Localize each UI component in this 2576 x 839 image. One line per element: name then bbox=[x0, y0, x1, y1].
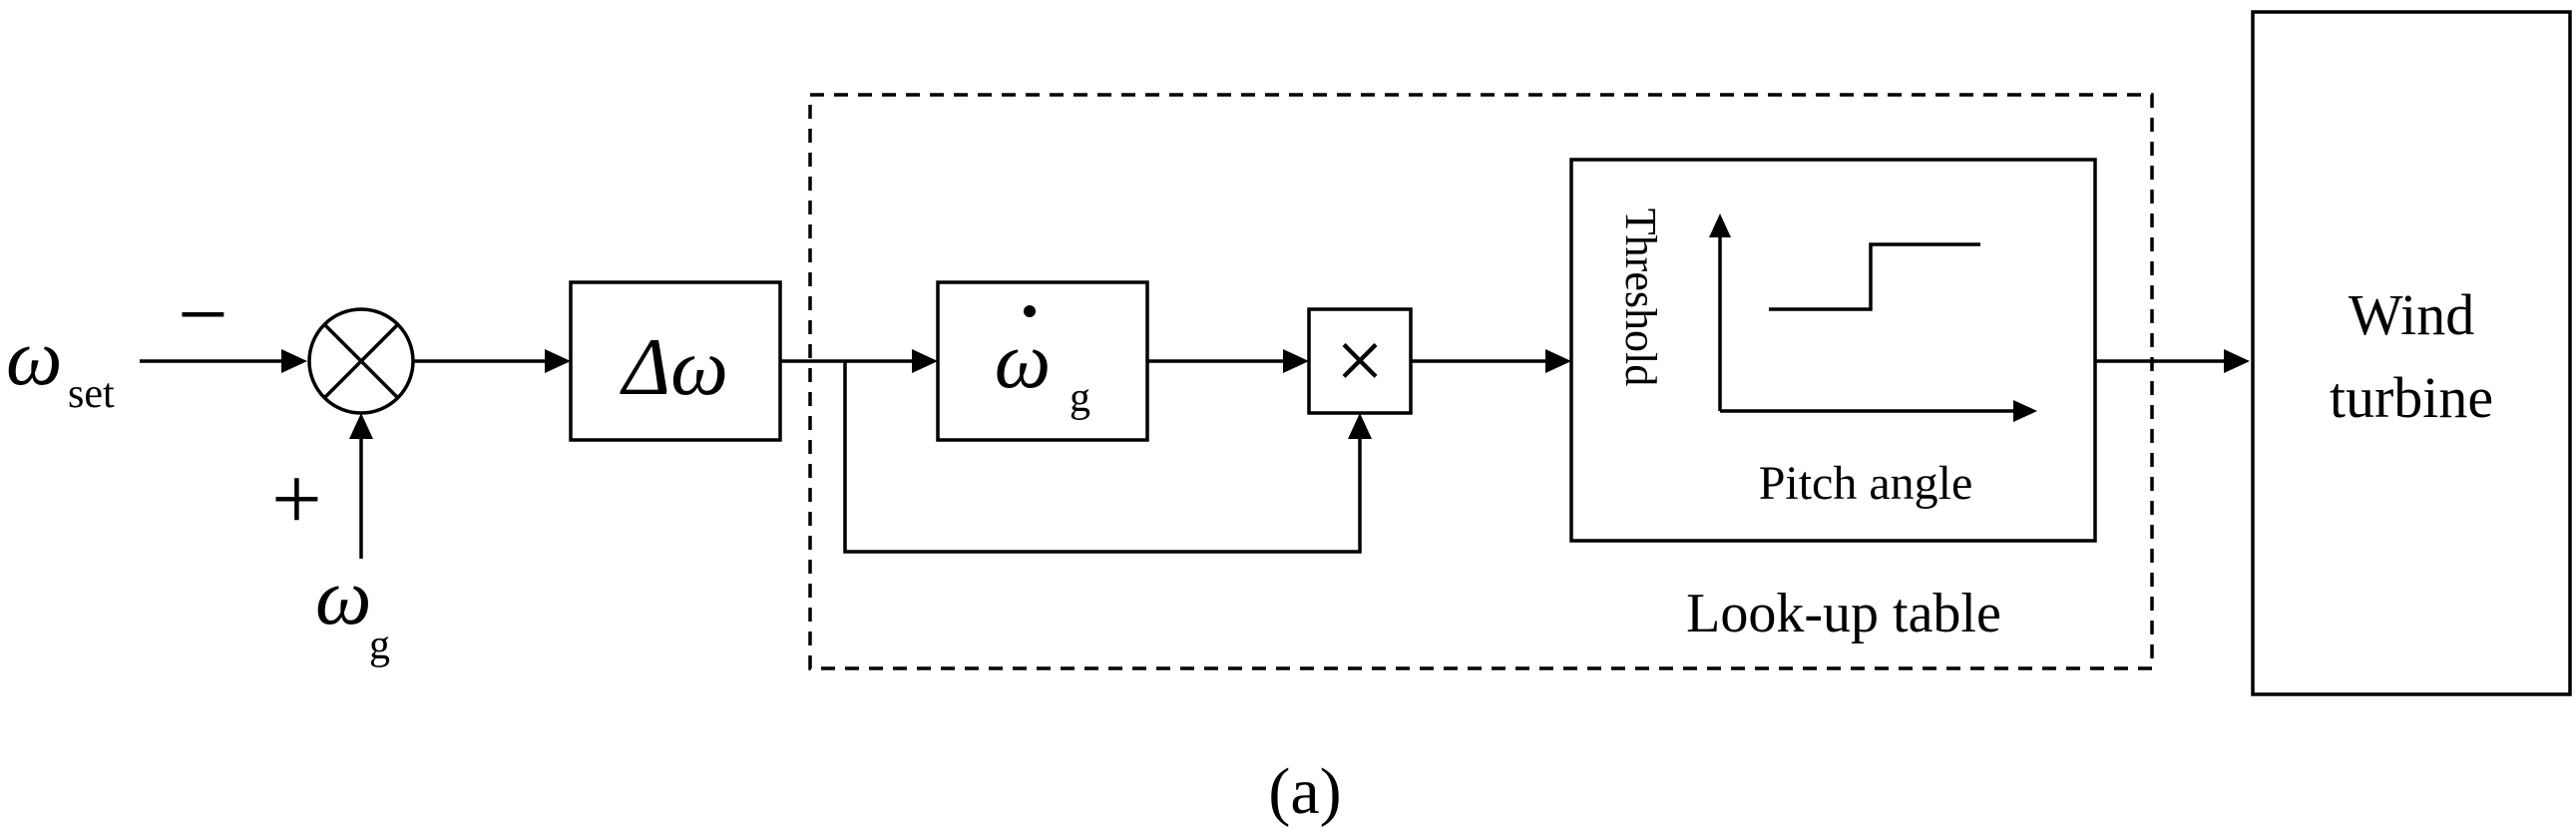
feedback-subscript: g bbox=[369, 623, 390, 668]
setpoint-symbol: ω bbox=[6, 314, 62, 402]
omega-dot-subscript: g bbox=[1070, 375, 1090, 421]
wind-turbine-label-line1: Wind bbox=[2349, 282, 2475, 347]
branch-signal-line bbox=[843, 361, 1362, 554]
setpoint-minus-sign: − bbox=[178, 265, 228, 364]
lookup-x-axis-arrowhead bbox=[2013, 400, 2037, 422]
multiplier-block bbox=[1307, 307, 1413, 415]
omega-dot-symbol: ω bbox=[995, 317, 1051, 405]
lookup-x-axis-label: Pitch angle bbox=[1759, 457, 1973, 510]
multiplier-left-arrowhead bbox=[1283, 349, 1309, 373]
lookup-input-arrowhead bbox=[1545, 349, 1571, 373]
lookup-y-axis-label: Threshold bbox=[1616, 209, 1665, 386]
lookup-step-curve bbox=[1769, 242, 1980, 311]
lookup-table-block bbox=[1569, 158, 2097, 543]
turbine-input-arrowhead bbox=[2224, 349, 2250, 373]
error-arrowhead bbox=[545, 349, 571, 373]
figure-caption: (a) bbox=[1268, 755, 1341, 828]
summing-junction bbox=[307, 307, 415, 415]
feedback-symbol: ω bbox=[315, 554, 371, 641]
setpoint-subscript: set bbox=[68, 371, 115, 417]
lookup-y-axis-arrowhead bbox=[1709, 213, 1731, 237]
wind-turbine-block bbox=[2251, 10, 2572, 696]
dashed-controller-region bbox=[808, 93, 2154, 670]
feedback-plus-sign: + bbox=[271, 450, 322, 549]
delta-omega-block bbox=[569, 280, 782, 442]
omega-dot-input-arrowhead bbox=[912, 349, 938, 373]
omega-dot-label: ω g bbox=[995, 305, 1090, 421]
wind-turbine-label-line2: turbine bbox=[2330, 365, 2493, 430]
feedback-arrowhead bbox=[349, 413, 373, 439]
delta-omega-label: Δω bbox=[620, 321, 728, 412]
omega-dot-block bbox=[936, 280, 1149, 442]
multiplier-bottom-arrowhead bbox=[1348, 413, 1372, 439]
setpoint-arrowhead bbox=[281, 349, 307, 373]
omega-dot-dot bbox=[1024, 305, 1036, 317]
multiplier-symbol: × bbox=[1336, 312, 1385, 408]
lookup-table-caption: Look-up table bbox=[1686, 583, 2001, 644]
